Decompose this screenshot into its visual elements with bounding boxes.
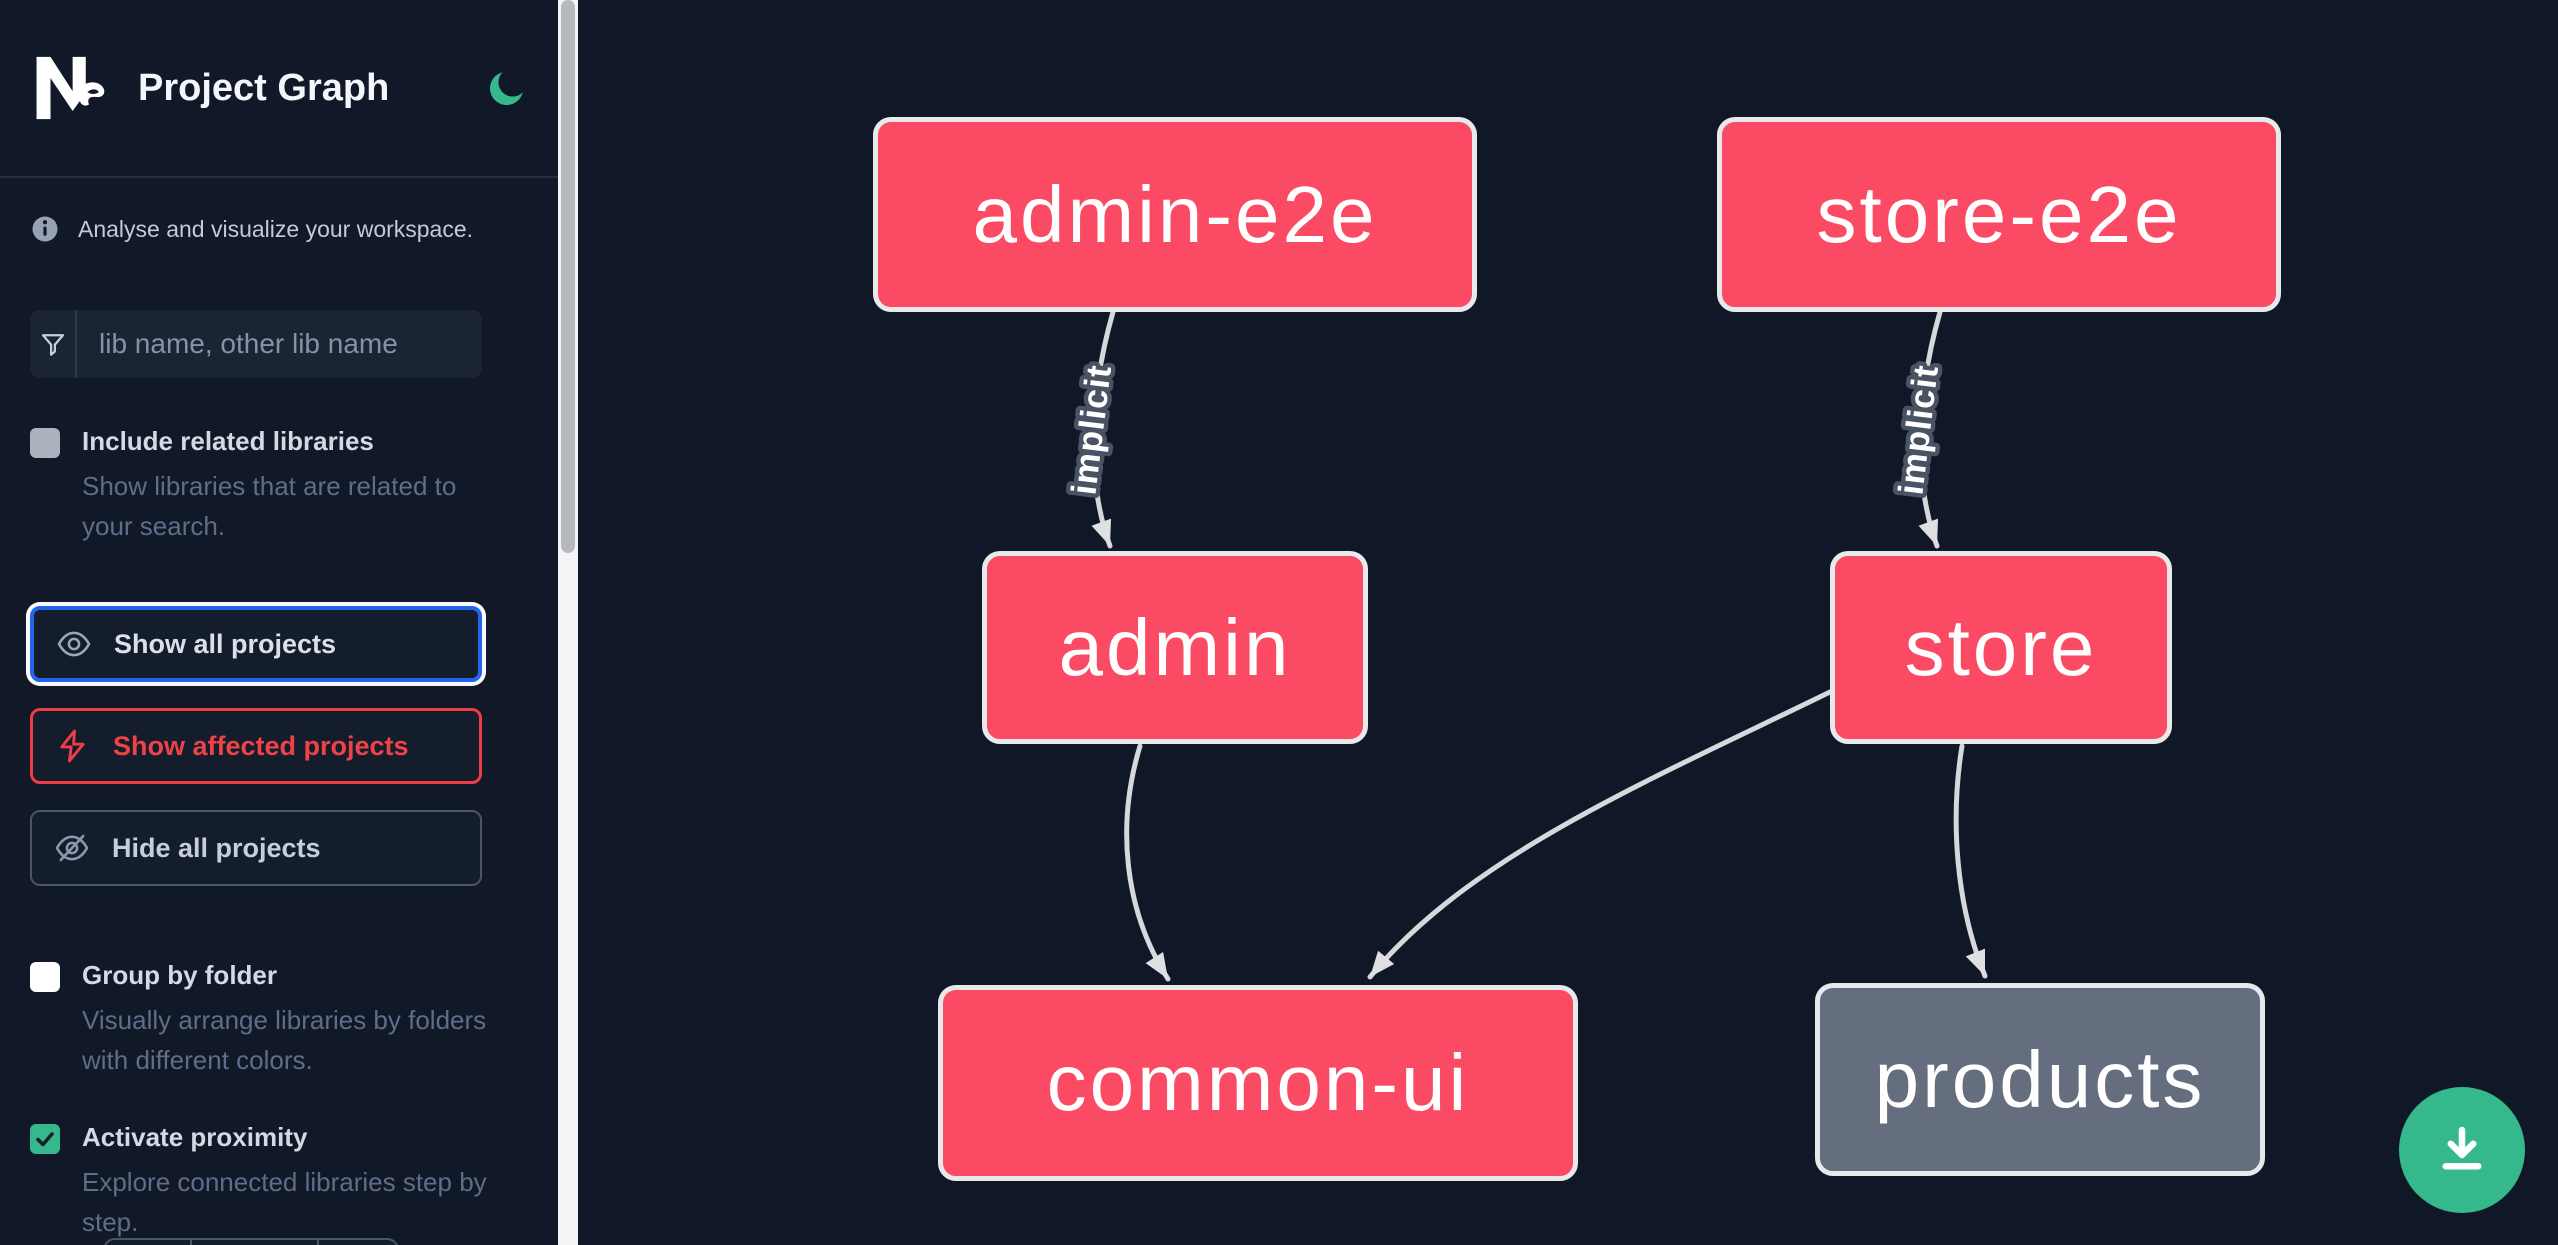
stepper-increment[interactable] bbox=[319, 1240, 397, 1245]
include-related-checkbox[interactable] bbox=[30, 428, 60, 458]
include-related-row: Include related libraries Show libraries… bbox=[30, 424, 528, 546]
show-all-projects-button[interactable]: Show all projects bbox=[30, 606, 482, 682]
node-store[interactable]: store bbox=[1830, 551, 2172, 744]
button-label: Hide all projects bbox=[112, 832, 321, 863]
show-affected-projects-button[interactable]: Show affected projects bbox=[30, 708, 482, 784]
node-admin-e2e[interactable]: admin-e2e bbox=[873, 117, 1477, 312]
check-icon bbox=[33, 1127, 57, 1151]
group-by-folder-checkbox[interactable] bbox=[30, 962, 60, 992]
sidebar-scrollbar-thumb[interactable] bbox=[561, 0, 575, 553]
nx-logo bbox=[30, 51, 112, 125]
sidebar-scrollbar-track[interactable] bbox=[558, 0, 578, 1245]
activate-proximity-checkbox[interactable] bbox=[30, 1124, 60, 1154]
checkbox-label: Activate proximity bbox=[82, 1122, 308, 1152]
moon-icon[interactable] bbox=[486, 67, 528, 109]
node-products[interactable]: products bbox=[1815, 983, 2265, 1176]
eye-icon bbox=[56, 626, 92, 662]
tagline-row: Analyse and visualize your workspace. bbox=[30, 214, 528, 244]
search-input[interactable] bbox=[77, 310, 482, 378]
proximity-stepper[interactable] bbox=[103, 1238, 399, 1245]
sidebar-header: Project Graph bbox=[0, 0, 558, 178]
download-image-button[interactable] bbox=[2399, 1087, 2525, 1213]
checkbox-label: Group by folder bbox=[82, 960, 277, 990]
search-box bbox=[30, 310, 482, 378]
group-by-folder-row: Group by folder Visually arrange librari… bbox=[30, 958, 528, 1080]
stepper-decrement[interactable] bbox=[105, 1240, 192, 1245]
node-admin[interactable]: admin bbox=[982, 551, 1368, 744]
download-icon bbox=[2432, 1120, 2492, 1180]
activate-proximity-row: Activate proximity Explore connected lib… bbox=[30, 1120, 528, 1242]
bolt-icon bbox=[55, 728, 91, 764]
checkbox-description: Visually arrange libraries by folders wi… bbox=[82, 1005, 487, 1075]
eye-slash-icon bbox=[54, 830, 90, 866]
tagline-text: Analyse and visualize your workspace. bbox=[78, 215, 474, 242]
node-common-ui[interactable]: common-ui bbox=[938, 985, 1578, 1181]
node-store-e2e[interactable]: store-e2e bbox=[1717, 117, 2281, 312]
hide-all-projects-button[interactable]: Hide all projects bbox=[30, 810, 482, 886]
checkbox-label: Include related libraries bbox=[82, 426, 374, 456]
sidebar: Project Graph Analyse and visualize your… bbox=[0, 0, 558, 1245]
button-label: Show all projects bbox=[114, 628, 337, 659]
checkbox-description: Explore connected libraries step by step… bbox=[82, 1167, 487, 1237]
funnel-icon bbox=[30, 310, 77, 378]
button-label: Show affected projects bbox=[113, 730, 409, 761]
stepper-value bbox=[192, 1240, 319, 1245]
checkbox-description: Show libraries that are related to your … bbox=[82, 471, 457, 541]
page-title: Project Graph bbox=[138, 66, 390, 109]
info-icon bbox=[30, 214, 60, 244]
